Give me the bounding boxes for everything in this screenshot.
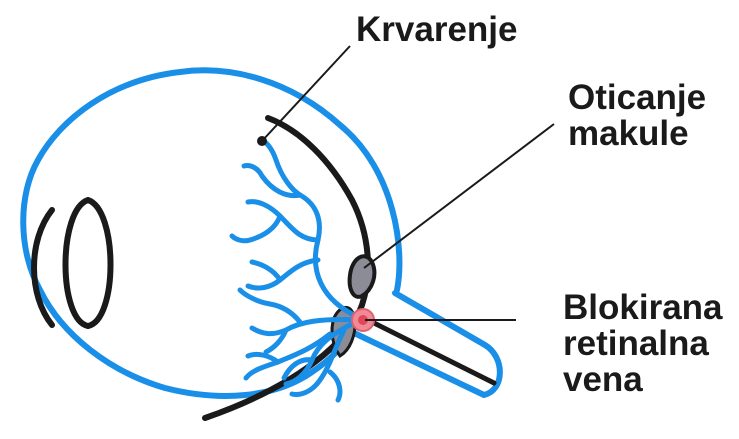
label-macular-edema: Oticanje makule — [568, 80, 706, 152]
label-line: makule — [568, 116, 706, 152]
leader-macula — [364, 124, 554, 268]
label-hemorrhage: Krvarenje — [356, 12, 517, 48]
lens — [66, 200, 111, 326]
leader-hemorrhage — [262, 46, 350, 141]
label-line: vena — [563, 362, 723, 398]
label-blocked-vein: Blokirana retinalna vena — [563, 290, 723, 398]
label-line: Blokirana — [563, 290, 723, 326]
label-line: Oticanje — [568, 80, 706, 116]
optic-nerve — [352, 293, 500, 395]
label-line: retinalna — [563, 326, 723, 362]
